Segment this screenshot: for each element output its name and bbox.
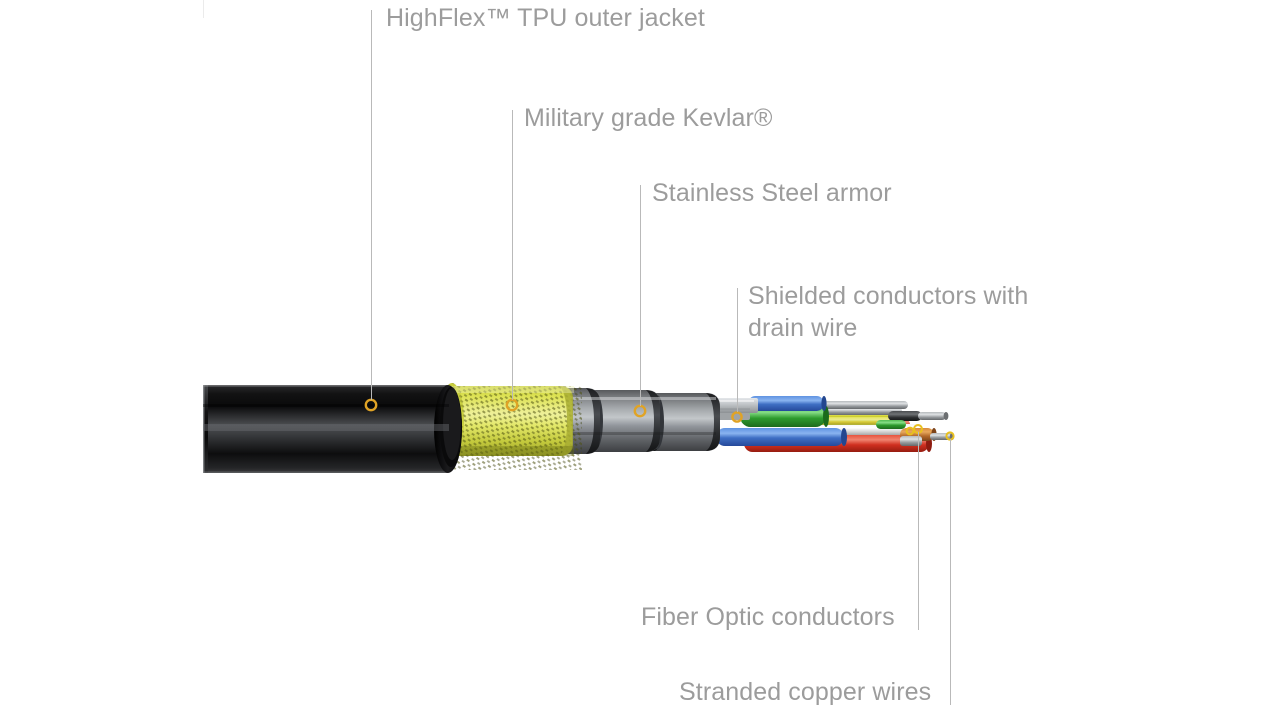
shielded-conductor-bundle bbox=[714, 396, 847, 446]
marker-kevlar bbox=[505, 398, 519, 412]
leader-line-armor bbox=[640, 185, 641, 406]
label-steel-armor: Stainless Steel armor bbox=[652, 179, 892, 207]
marker-shield bbox=[731, 411, 743, 423]
label-outer-jacket: HighFlex™ TPU outer jacket bbox=[386, 4, 705, 32]
leader-line-kevlar bbox=[512, 110, 513, 400]
label-kevlar: Military grade Kevlar® bbox=[524, 104, 773, 132]
label-shielded-conductors: Shielded conductors with drain wire bbox=[748, 282, 1029, 342]
leader-line-jacket bbox=[371, 10, 372, 400]
leader-line-top-left bbox=[203, 0, 204, 18]
cable-tips bbox=[876, 411, 955, 446]
leader-line-fiber bbox=[918, 432, 919, 630]
marker-armor bbox=[633, 404, 647, 418]
leader-line-shield bbox=[737, 288, 738, 412]
leader-line-copper bbox=[950, 439, 951, 705]
label-stranded-copper-wires: Stranded copper wires bbox=[679, 678, 932, 706]
marker-jacket bbox=[364, 398, 378, 412]
label-fiber-optic-conductors: Fiber Optic conductors bbox=[641, 603, 895, 631]
tpu-outer-jacket bbox=[203, 385, 462, 473]
callout-markers bbox=[364, 398, 743, 423]
